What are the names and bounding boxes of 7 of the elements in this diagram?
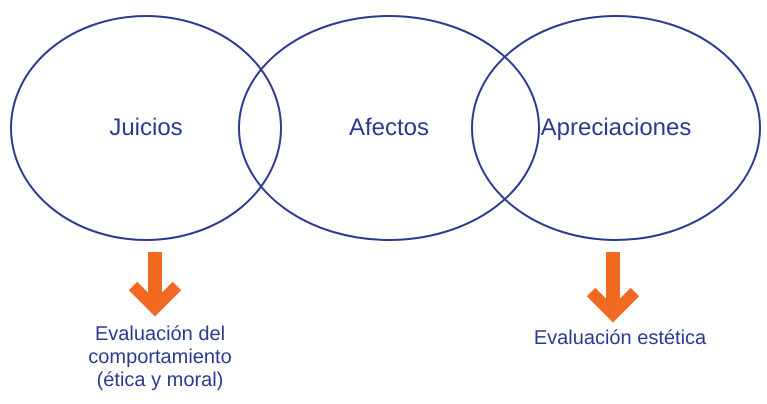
category-label: Juicios (109, 115, 183, 141)
arrow (127, 252, 183, 314)
arrow (585, 252, 641, 320)
outcome-label: Evaluación del comportamiento (ética y moral) (87, 322, 233, 392)
category-label: Apreciaciones (540, 115, 692, 141)
category-label: Afectos (348, 115, 430, 141)
outcome-label: Evaluación estética (534, 326, 706, 350)
